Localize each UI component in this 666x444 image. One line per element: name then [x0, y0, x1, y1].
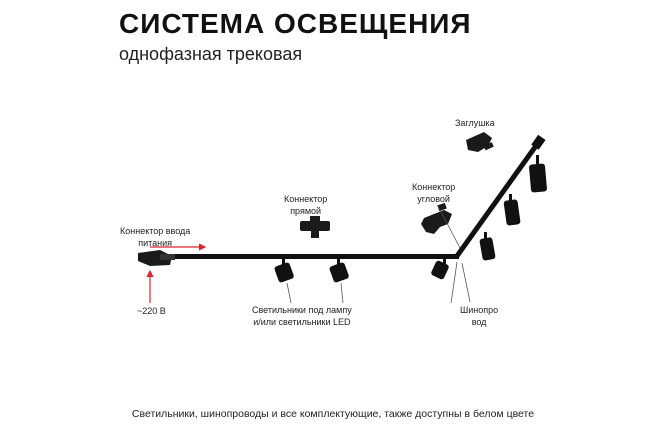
page-title: СИСТЕМА ОСВЕЩЕНИЯ	[119, 8, 472, 39]
busbar-label: Шинопро вод	[460, 305, 499, 327]
busbar-track-diagonal	[454, 141, 541, 258]
footer-note: Светильники, шинопроводы и все комплекту…	[131, 408, 535, 420]
straight-connector-icon	[300, 216, 330, 238]
leader-lines	[286, 205, 471, 304]
power-connector-label: Коннектор ввода питания	[120, 226, 191, 248]
busbar-track-horizontal	[175, 254, 459, 259]
corner-connector-label: Коннектор угловой	[412, 182, 456, 204]
voltage-label: ~220 В	[137, 306, 166, 316]
power-input-connector-icon	[138, 250, 175, 266]
spotlight-icon	[529, 155, 547, 193]
spotlight-icon	[503, 194, 521, 226]
luminaires-label: Светильники под лампу и/или светильники …	[252, 305, 352, 327]
end-cap-label: Заглушка	[455, 118, 495, 128]
corner-connector-icon	[421, 202, 452, 234]
busbar-track-end	[531, 134, 546, 150]
page-subtitle: однофазная трековая	[119, 44, 303, 64]
straight-connector-label: Коннектор прямой	[284, 194, 328, 216]
spotlight-icon	[274, 259, 294, 283]
spotlight-icon	[329, 259, 349, 283]
end-cap-icon	[466, 132, 494, 152]
spotlight-icon	[479, 232, 496, 261]
spotlight-icon	[431, 259, 449, 280]
